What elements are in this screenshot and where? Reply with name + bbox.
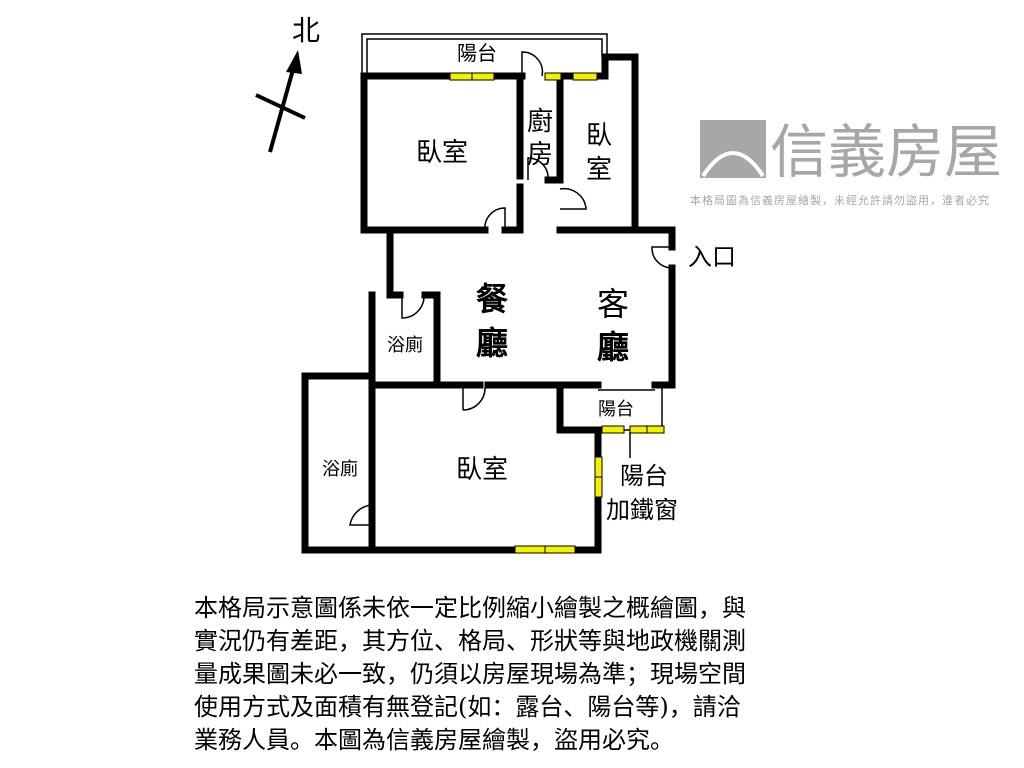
label-kitchen-2: 房 bbox=[527, 140, 553, 170]
door-arc bbox=[349, 504, 373, 526]
label-kitchen-1: 廚 bbox=[527, 107, 553, 137]
label-balcony-top: 陽台 bbox=[457, 41, 497, 65]
north-arrow-icon bbox=[255, 50, 306, 153]
balcony-outline bbox=[361, 33, 608, 76]
label-bedroom-nw: 臥室 bbox=[416, 138, 468, 168]
label-balcony-window-2: 加鐵窗 bbox=[606, 496, 678, 524]
north-label: 北 bbox=[292, 14, 320, 47]
label-bedroom-ne-2: 室 bbox=[586, 155, 612, 185]
door-arc bbox=[521, 51, 544, 77]
disclaimer-line: 業務人員。本圖為信義房屋繪製，盜用必究。 bbox=[194, 726, 674, 754]
disclaimer-line: 本格局示意圖係未依一定比例縮小繪製之概繪圖，與 bbox=[194, 594, 746, 622]
doors bbox=[349, 51, 673, 526]
label-balcony-window-1: 陽台 bbox=[620, 462, 668, 490]
windows bbox=[449, 72, 665, 554]
label-balcony-small: 陽台 bbox=[598, 399, 634, 420]
label-living-2: 廳 bbox=[597, 328, 629, 366]
label-bathroom-2: 浴廁 bbox=[322, 458, 358, 480]
label-bedroom-ne-1: 臥 bbox=[586, 121, 612, 151]
label-dining-2: 廳 bbox=[476, 324, 508, 362]
watermark-brand: 信義房屋 bbox=[770, 118, 1002, 186]
label-bathroom-1: 浴廁 bbox=[387, 334, 423, 356]
label-entrance: 入口 bbox=[688, 243, 736, 271]
door-arc bbox=[484, 207, 506, 231]
disclaimer: 本格局示意圖係未依一定比例縮小繪製之概繪圖，與 實況仍有差距，其方位、格局、形狀… bbox=[194, 592, 854, 757]
disclaimer-line: 量成果圖未必一致，仍須以房屋現場為準；現場空間 bbox=[194, 660, 746, 688]
door-arc bbox=[401, 294, 425, 319]
door-arc bbox=[559, 187, 587, 210]
disclaimer-line: 使用方式及面積有無登記(如：露台、陽台等)，請洽 bbox=[194, 693, 741, 721]
label-bedroom-s: 臥室 bbox=[456, 455, 508, 485]
watermark: 信義房屋 本格局圖為信義房屋繪製，未經允許請勿盜用，違者必究 bbox=[690, 118, 1002, 207]
door-arc bbox=[651, 246, 673, 269]
label-dining-1: 餐 bbox=[476, 280, 509, 318]
watermark-notice: 本格局圖為信義房屋繪製，未經允許請勿盜用，違者必究 bbox=[690, 193, 990, 207]
label-living-1: 客 bbox=[597, 285, 629, 323]
disclaimer-line: 實況仍有差距，其方位、格局、形狀等與地政機關測 bbox=[194, 627, 746, 655]
door-arc bbox=[527, 157, 549, 181]
